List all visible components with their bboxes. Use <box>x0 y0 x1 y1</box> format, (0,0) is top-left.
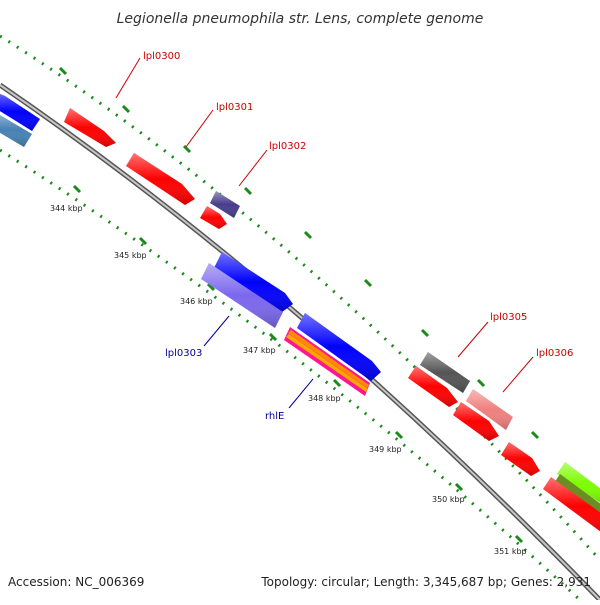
gene-lpl0305[interactable] <box>420 352 470 393</box>
gene-steelblue-left[interactable] <box>0 112 32 147</box>
inner-dotted-track <box>0 148 582 602</box>
gene-lpl0301[interactable] <box>126 153 195 205</box>
label-leaders <box>115 57 534 409</box>
gene-lpl0300[interactable] <box>64 108 116 147</box>
label-rhlE[interactable]: rhlE <box>265 411 284 422</box>
gene-rhlE[interactable] <box>284 327 370 396</box>
label-lpl0303[interactable]: lpl0303 <box>165 348 202 359</box>
label-lpl0300[interactable]: lpl0300 <box>143 51 180 62</box>
tick-label-346: 346 kbp <box>180 297 213 306</box>
map-title: Legionella pneumophila str. Lens, comple… <box>117 11 484 27</box>
accession-text: Accession: NC_006369 <box>8 575 144 589</box>
forward-genes <box>0 92 600 535</box>
gene-blue-left-forward[interactable] <box>0 92 40 131</box>
gene-red-mid-3[interactable] <box>501 442 540 476</box>
gene-red-mid-1[interactable] <box>408 366 458 407</box>
genome-backbone <box>0 82 600 602</box>
gene-red-mid-2[interactable] <box>453 402 499 441</box>
gene-red-small-forward[interactable] <box>200 206 227 229</box>
gene-blue-reverse[interactable] <box>214 252 293 312</box>
gene-labels: lpl0300 lpl0301 lpl0302 lpl0303 rhlE lpl… <box>143 51 573 422</box>
outer-dotted-track <box>0 34 600 562</box>
tick-labels: 344 kbp 345 kbp 346 kbp 347 kbp 348 kbp … <box>50 204 527 556</box>
tick-label-344: 344 kbp <box>50 204 83 213</box>
gene-lpl0306[interactable] <box>466 389 513 430</box>
gene-red-right[interactable] <box>543 477 600 535</box>
gene-lpl0303[interactable] <box>201 263 283 328</box>
label-lpl0305[interactable]: lpl0305 <box>490 312 527 323</box>
gene-blue-reverse-2[interactable] <box>297 313 381 381</box>
tick-label-349: 349 kbp <box>369 445 402 454</box>
inner-tick-marks <box>72 184 524 544</box>
label-lpl0306[interactable]: lpl0306 <box>536 348 573 359</box>
gene-lime-right[interactable] <box>557 462 600 506</box>
tick-label-350: 350 kbp <box>432 495 465 504</box>
label-lpl0301[interactable]: lpl0301 <box>216 102 253 113</box>
tick-label-347: 347 kbp <box>243 346 276 355</box>
tick-label-351: 351 kbp <box>494 547 527 556</box>
reverse-genes <box>0 112 381 396</box>
tick-label-348: 348 kbp <box>308 394 341 403</box>
tick-label-345: 345 kbp <box>114 251 147 260</box>
gene-lpl0302[interactable] <box>210 191 240 218</box>
label-lpl0302[interactable]: lpl0302 <box>269 141 306 152</box>
outer-tick-marks <box>58 66 592 494</box>
genome-summary-text: Topology: circular; Length: 3,345,687 bp… <box>260 575 591 589</box>
